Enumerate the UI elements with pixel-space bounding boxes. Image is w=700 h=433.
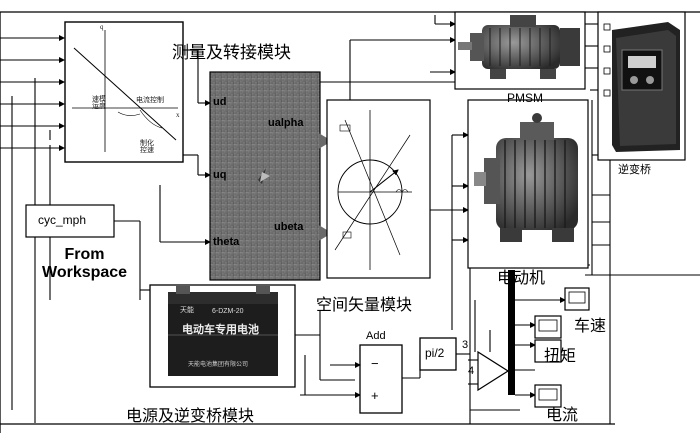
plot-axis-x: x [176,111,180,119]
battery-model: 6-DZM-20 [212,308,244,315]
current-label: 电流 [546,405,579,424]
plot-annotation-left: 速模 运度 [92,95,106,110]
mux-input-4: 4 [468,365,475,377]
port-ud: ud [213,96,227,108]
add-label: Add [366,330,386,342]
power-inverter-title: 电源及逆变桥模块 [126,406,255,425]
battery-image[interactable] [149,284,296,388]
scope-speed[interactable] [564,287,590,311]
motor-label: 电动机 [497,268,546,287]
scope-current[interactable] [534,384,562,408]
svpwm-plot[interactable] [326,99,431,279]
pmsm-motor-image[interactable] [454,11,586,90]
demux-bar[interactable] [508,270,515,395]
motor-image[interactable] [467,99,589,269]
inverter-label: 逆变桥 [618,163,651,176]
characteristic-plot-block[interactable] [64,21,184,163]
sum-minus: − [371,356,379,371]
mux-input-3: 3 [462,339,469,351]
plot-annotation-bottom: 制化 控速 [140,139,154,154]
inverter-image[interactable] [597,11,686,161]
battery-title: 电动车专用电池 [182,323,259,336]
speed-label: 车速 [574,316,607,335]
port-ualpha: ualpha [268,117,304,129]
sum-plus: + [371,388,379,403]
add-block[interactable] [330,344,421,414]
from-workspace-label: From Workspace [42,246,128,282]
scope-motor[interactable] [534,315,562,339]
measure-block-title: 测量及转接模块 [172,43,291,63]
mux-block[interactable] [468,350,510,392]
gain-block[interactable] [419,337,470,371]
battery-footer: 天能电池集团有限公司 [188,361,249,368]
port-ubeta: ubeta [274,221,304,233]
port-uq: uq [213,169,227,181]
gain-label: pi/2 [425,346,445,360]
torque-label: 扭矩 [544,346,577,365]
pmsm-label: PMSM [507,91,543,105]
from-workspace-block[interactable] [25,204,141,300]
measurement-block[interactable] [209,71,321,281]
input-lines [0,35,65,423]
scope-torque[interactable] [534,339,562,363]
svpwm-block-title: 空间矢量模块 [316,295,413,314]
plot-axis-q: q [100,23,104,31]
workspace-var: cyc_mph [38,213,87,227]
plot-annotation-right: 电流控制 [136,96,164,104]
battery-brand: 天能 [180,306,194,314]
port-theta: theta [213,236,240,248]
